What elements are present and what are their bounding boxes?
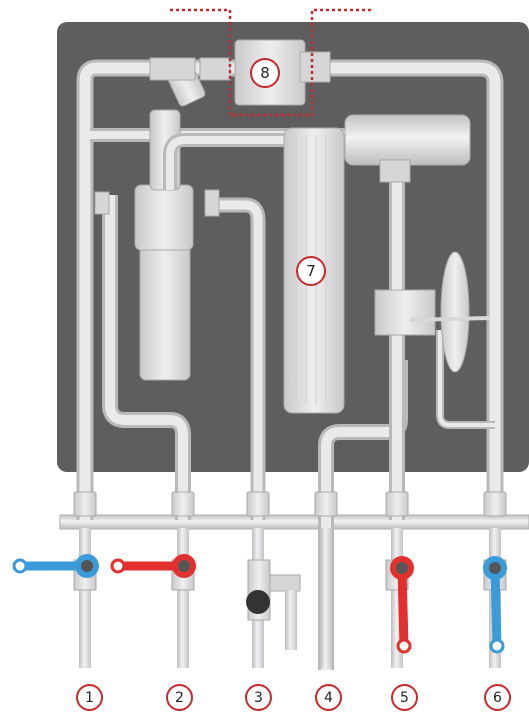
mounting-rail	[60, 515, 529, 529]
marker-8: 8	[250, 58, 280, 88]
valve-2-hot	[112, 554, 196, 578]
marker-7: 7	[296, 256, 326, 286]
valve-6-cold	[483, 556, 507, 652]
marker-5: 5	[391, 684, 418, 711]
marker-2: 2	[166, 684, 193, 711]
marker-6: 6	[484, 684, 511, 711]
marker-1: 1	[76, 684, 103, 711]
marker-4: 4	[315, 684, 342, 711]
rail-fittings	[74, 492, 506, 516]
valve-1-cold	[14, 554, 99, 578]
marker-3: 3	[245, 684, 272, 711]
